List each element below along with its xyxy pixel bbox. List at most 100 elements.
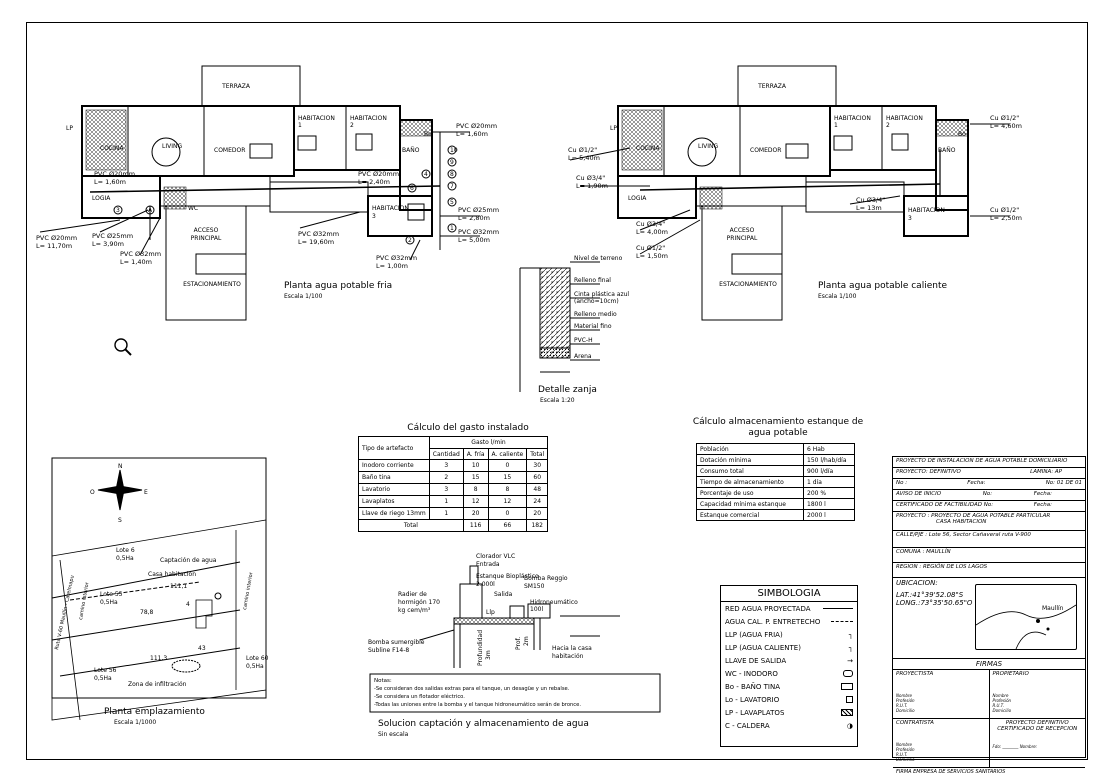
captacion-scale: Sin escala	[378, 731, 409, 738]
svg-text:Cinta plástica azul: Cinta plástica azul	[574, 291, 629, 298]
legend-item: RED AGUA PROYECTADA	[721, 602, 857, 615]
svg-text:Cu Ø1/2": Cu Ø1/2"	[990, 114, 1019, 122]
svg-text:kg cem/m³: kg cem/m³	[398, 607, 431, 614]
gasto-table: Tipo de artefacto Gasto l/min Cantidad A…	[358, 436, 549, 532]
hot-bo-label: Bo	[958, 131, 966, 138]
svg-text:Captación de agua: Captación de agua	[160, 557, 217, 564]
svg-text:L= 4,60m: L= 4,60m	[990, 122, 1022, 130]
svg-text:PVC Ø32mm: PVC Ø32mm	[458, 228, 499, 236]
svg-text:4: 4	[424, 171, 428, 178]
svg-text:O: O	[90, 489, 95, 496]
svg-text:E: E	[144, 489, 148, 496]
svg-text:Salida: Salida	[494, 591, 513, 598]
svg-text:Subline F14-8: Subline F14-8	[368, 647, 409, 654]
cold-hab1-label: HABITACION	[298, 115, 335, 122]
svg-text:4: 4	[186, 601, 190, 608]
hot-cocina-label: COCINA	[636, 145, 660, 152]
hot-plan-title: Planta agua potable caliente	[818, 281, 947, 291]
simbologia-title: SIMBOLOGIA	[721, 586, 857, 602]
terraza-area	[201, 65, 301, 107]
zoom-magnifier-icon[interactable]	[112, 336, 134, 358]
svg-text:Cu Ø1/2": Cu Ø1/2"	[990, 206, 1019, 214]
svg-text:Casa habitación: Casa habitación	[148, 571, 196, 578]
zanja-labels: Nivel de terreno Relleno final Cinta plá…	[574, 255, 629, 360]
cold-pipe-labels: PVC Ø20mm L= 1,60m PVC Ø20mm L= 1,60m PV…	[36, 122, 499, 270]
svg-text:Hacia la casa: Hacia la casa	[552, 645, 592, 652]
cold-bo-label: Bo	[424, 131, 432, 138]
svg-text:Nivel de terreno: Nivel de terreno	[574, 255, 623, 262]
svg-text:Relleno medio: Relleno medio	[574, 311, 617, 318]
svg-text:camino interior: camino interior	[78, 581, 91, 620]
svg-text:PVC Ø20mm: PVC Ø20mm	[358, 170, 399, 178]
acceso-area	[165, 205, 247, 321]
legend-item: WC - INODORO	[721, 667, 857, 680]
svg-text:Lote 55: Lote 55	[100, 591, 123, 598]
svg-text:Prof.: Prof.	[515, 637, 522, 650]
svg-text:L= 1,00m: L= 1,00m	[376, 262, 408, 270]
svg-text:Relleno final: Relleno final	[574, 277, 611, 284]
svg-text:1: 1	[450, 225, 454, 232]
svg-text:0,5Ha: 0,5Ha	[100, 599, 118, 606]
svg-text:78,8: 78,8	[140, 609, 154, 616]
svg-text:L= 5,00m: L= 5,00m	[458, 236, 490, 244]
svg-text:Bomba sumergible: Bomba sumergible	[368, 639, 425, 646]
svg-text:L= 4,00m: L= 4,00m	[636, 228, 668, 236]
svg-text:Zona de infiltración: Zona de infiltración	[128, 681, 187, 688]
cold-terraza-label: TERRAZA	[221, 83, 251, 90]
svg-text:43: 43	[198, 645, 206, 652]
svg-text:Entrada: Entrada	[476, 561, 500, 568]
legend-item: LLAVE DE SALIDA→	[725, 656, 853, 665]
cold-plan-scale: Escala 1/100	[284, 293, 323, 300]
svg-text:L= 1,60m: L= 1,60m	[456, 130, 488, 138]
cold-living-label: LIVING	[162, 143, 182, 150]
svg-text:3: 3	[116, 207, 120, 214]
svg-text:Cu Ø1/2": Cu Ø1/2"	[636, 244, 665, 252]
emplazamiento-plan	[51, 457, 267, 721]
legend-item: LP - LAVAPLATOS	[721, 706, 857, 719]
svg-text:camino interior: camino interior	[242, 571, 255, 610]
svg-text:PVC-H: PVC-H	[574, 337, 593, 344]
emplazamiento-scale: Escala 1/1000	[114, 719, 156, 726]
svg-text:PVC Ø25mm: PVC Ø25mm	[92, 232, 133, 240]
hot-living-label: LIVING	[698, 143, 718, 150]
svg-text:Cu Ø1/2": Cu Ø1/2"	[568, 146, 597, 154]
svg-text:L= 3,90m: L= 3,90m	[92, 240, 124, 248]
hot-hab2-num: 2	[886, 122, 890, 129]
svg-text:5: 5	[450, 199, 454, 206]
svg-text:Hidroneumático: Hidroneumático	[530, 599, 578, 606]
cold-hab2-num: 2	[350, 122, 354, 129]
hot-lp-label: LP	[610, 125, 617, 132]
svg-text:Clorador VLC: Clorador VLC	[476, 553, 515, 560]
emplazamiento-title: Planta emplazamiento	[104, 707, 205, 717]
svg-text:PVC Ø20mm: PVC Ø20mm	[36, 234, 77, 242]
cold-comedor-label: COMEDOR	[214, 147, 245, 154]
cold-principal: PRINCIPAL	[191, 235, 222, 242]
zanja-title: Detalle zanja	[538, 385, 597, 395]
svg-text:Lote 6: Lote 6	[116, 547, 135, 554]
svg-text:6: 6	[410, 185, 414, 192]
legend-item: Lo - LAVATORIO	[721, 693, 857, 706]
cold-logia-label: LOGIA	[92, 195, 111, 202]
cold-hab2-label: HABITACION	[350, 115, 387, 122]
location-map: UBICACION: LAT.:41°39'52.08"S LONG.:73°3…	[893, 578, 1085, 659]
svg-text:PVC Ø20mm: PVC Ø20mm	[456, 122, 497, 130]
svg-text:L= 1,50m: L= 1,50m	[636, 252, 668, 260]
gasto-title: Cálculo del gasto instalado	[407, 423, 529, 433]
hot-logia-label: LOGIA	[628, 195, 647, 202]
hot-terraza-label: TERRAZA	[757, 83, 787, 90]
svg-text:Llp: Llp	[486, 609, 495, 616]
cold-water-plan	[39, 65, 480, 321]
svg-text:L= 1,60m: L= 1,60m	[94, 178, 126, 186]
svg-text:L= 2,50m: L= 2,50m	[990, 214, 1022, 222]
svg-text:L= 1,40m: L= 1,40m	[120, 258, 152, 266]
svg-text:Cu Ø3/4": Cu Ø3/4"	[636, 220, 665, 228]
svg-text:0,5Ha: 0,5Ha	[116, 555, 134, 562]
cold-hab3-num: 3	[372, 213, 376, 220]
